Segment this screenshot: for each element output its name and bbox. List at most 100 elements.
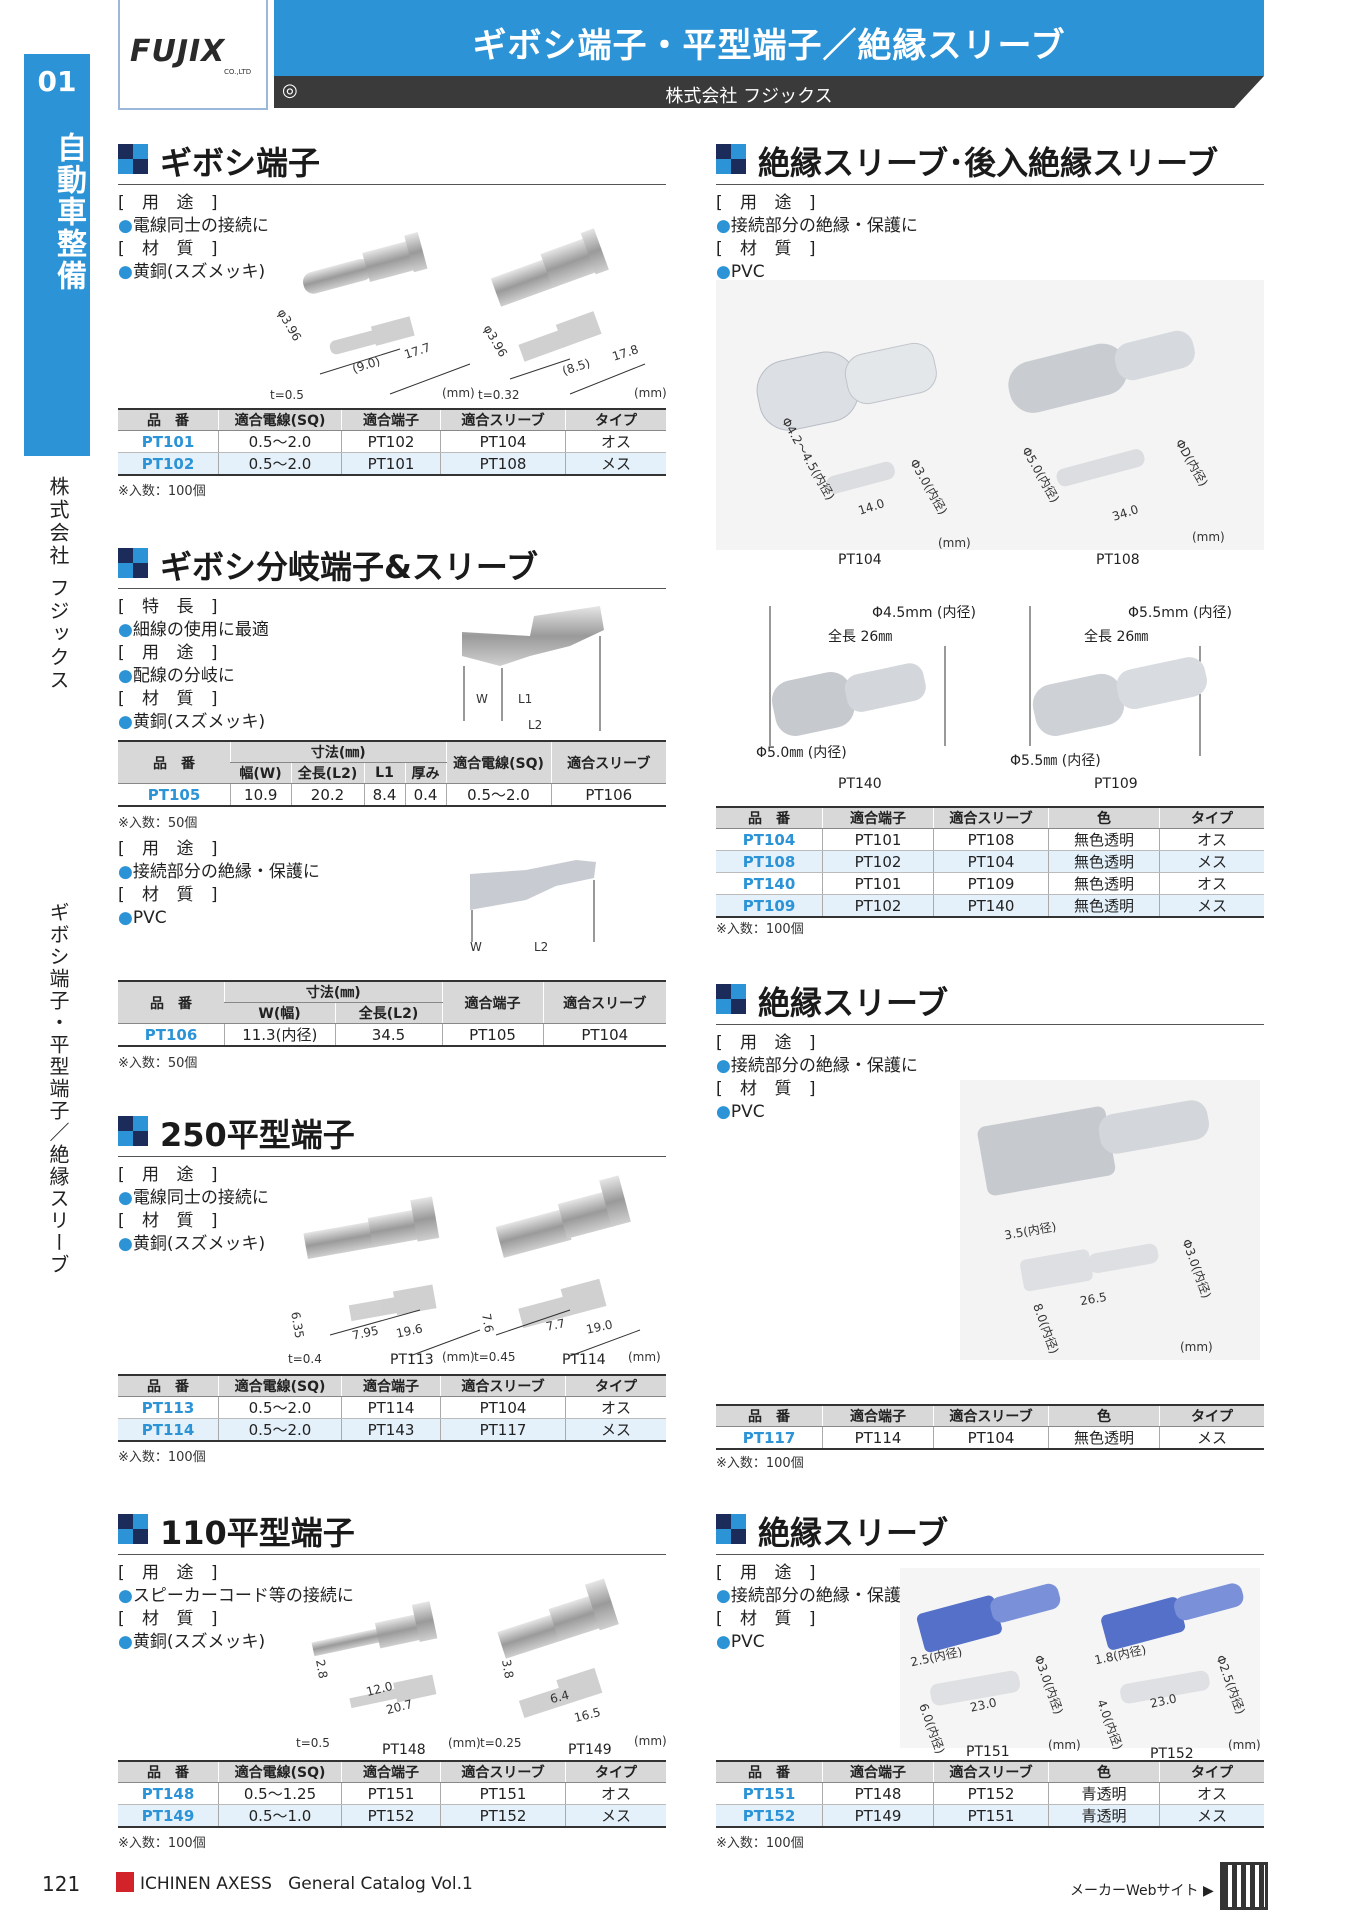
cell: 無色透明 xyxy=(1048,872,1160,895)
sleeve-image xyxy=(716,280,1264,550)
part-caption: PT113 xyxy=(390,1352,434,1368)
section-title-text: ギボシ分岐端子&スリーブ xyxy=(160,548,538,586)
cell: PT105 xyxy=(441,1023,543,1047)
unit-label: (mm) xyxy=(1180,1340,1213,1354)
section-title-110: 110平型端子 xyxy=(118,1506,666,1555)
usage-label: [ 用 途 ] xyxy=(118,643,224,663)
usage-text: 接続部分の絶縁・保護に xyxy=(730,1056,918,1076)
cell: PT151 xyxy=(716,1782,823,1805)
usage-text: 電線同士の接続に xyxy=(132,1188,269,1208)
cell: PT152 xyxy=(716,1804,823,1828)
cell: PT105 xyxy=(118,783,231,807)
cell: 無色透明 xyxy=(1048,894,1160,918)
cell: PT102 xyxy=(822,850,934,873)
col-header: 全長(L2) xyxy=(334,1002,442,1024)
cell: 34.5 xyxy=(334,1023,442,1047)
col-header: 品 番 xyxy=(118,409,219,431)
cell: PT152 xyxy=(341,1804,441,1828)
usage-label: [ 用 途 ] xyxy=(716,193,822,213)
cell: PT151 xyxy=(440,1782,566,1805)
col-header: 適合端子 xyxy=(822,807,934,829)
section-mark-icon xyxy=(118,144,148,174)
col-header: 適合スリーブ xyxy=(550,741,666,784)
quantity-note: ※入数：50個 xyxy=(118,1056,198,1071)
col-header: 品 番 xyxy=(716,807,823,829)
cell: 0.5～2.0 xyxy=(218,1418,342,1442)
col-header: 適合スリーブ xyxy=(440,409,566,431)
bullet-icon: ● xyxy=(118,712,133,732)
cell: 10.9 xyxy=(230,783,291,807)
sleeve-117-image xyxy=(960,1080,1260,1360)
col-header: タイプ xyxy=(565,1761,666,1783)
material-label: [ 材 質 ] xyxy=(118,885,224,905)
col-header: 適合スリーブ xyxy=(440,1761,566,1783)
dim-label: W xyxy=(470,940,482,954)
cell: PT104 xyxy=(440,1396,566,1419)
dim-label: L2 xyxy=(534,940,549,954)
qr-code-icon[interactable] xyxy=(1220,1862,1268,1910)
spec-block: [ 用 途 ] ●電線同士の接続に [ 材 質 ] ●黄銅(スズメッキ) xyxy=(118,192,269,284)
cell: 0.4 xyxy=(404,783,446,807)
section-title-sleeve3: 絶縁スリーブ xyxy=(716,1506,1264,1555)
brand-name: ICHINEN AXESS xyxy=(140,1874,272,1894)
col-header: 適合端子 xyxy=(822,1405,934,1427)
col-header: 色 xyxy=(1048,807,1160,829)
usage-text: 電線同士の接続に xyxy=(132,216,269,236)
cell: 無色透明 xyxy=(1048,1426,1160,1450)
section-title-branch: ギボシ分岐端子&スリーブ xyxy=(118,540,666,589)
chapter-band xyxy=(24,110,90,456)
bullet-icon: ● xyxy=(118,1632,133,1652)
quantity-note: ※入数：100個 xyxy=(118,1450,206,1465)
logo-sub: CO.,LTD xyxy=(224,68,252,76)
cell: PT152 xyxy=(933,1782,1049,1805)
cell: メス xyxy=(1159,1804,1264,1828)
cell: PT108 xyxy=(440,452,566,476)
unit-label: (mm) xyxy=(442,1350,475,1364)
col-header: 適合端子 xyxy=(822,1761,934,1783)
flat-250-image xyxy=(303,1175,641,1357)
bullet-icon: ● xyxy=(716,1056,731,1076)
col-header: 適合端子 xyxy=(341,1375,441,1397)
logo-text: FUJIX xyxy=(130,34,226,69)
page-title-bar: ギボシ端子・平型端子／絶縁スリーブ xyxy=(274,0,1264,76)
material-label: [ 材 質 ] xyxy=(118,1609,224,1629)
dim-label: L1 xyxy=(518,692,533,706)
cell: 青透明 xyxy=(1048,1804,1160,1828)
dim-label: t=0.25 xyxy=(480,1736,522,1750)
quantity-note: ※入数：100個 xyxy=(716,922,804,937)
section-title-sleeve: 絶縁スリーブ･後入絶縁スリーブ xyxy=(716,136,1264,185)
section-title-text: 絶縁スリーブ xyxy=(758,984,949,1022)
dim-label: 全長 26㎜ xyxy=(828,629,893,645)
material-text: PVC xyxy=(730,262,765,282)
cell: PT102 xyxy=(822,894,934,918)
cell: メス xyxy=(565,1804,666,1828)
material-label: [ 材 質 ] xyxy=(118,689,224,709)
unit-label: (mm) xyxy=(938,536,971,550)
maker-web-link[interactable]: メーカーWebサイト ▶ xyxy=(1070,1883,1214,1899)
cell: 8.4 xyxy=(363,783,405,807)
sleeve-rear-image xyxy=(769,606,1207,756)
usage-text: 接続部分の絶縁・保護に xyxy=(132,862,320,882)
col-header: 寸法(㎜) xyxy=(230,741,446,763)
dim-label: 全長 26㎜ xyxy=(1084,629,1149,645)
quantity-note: ※入数：100個 xyxy=(118,1836,206,1851)
cell: 青透明 xyxy=(1048,1782,1160,1805)
dim-label: t=0.45 xyxy=(474,1350,516,1364)
usage-text: スピーカーコード等の接続に xyxy=(132,1586,354,1606)
cell: PT114 xyxy=(341,1396,441,1419)
usage-text: 配線の分岐に xyxy=(132,666,235,686)
section-title-sleeve2: 絶縁スリーブ xyxy=(716,976,1264,1025)
maker-logo: FUJIX CO.,LTD xyxy=(118,0,268,110)
unit-label: (mm) xyxy=(442,386,475,400)
usage-label: [ 用 途 ] xyxy=(118,1165,224,1185)
